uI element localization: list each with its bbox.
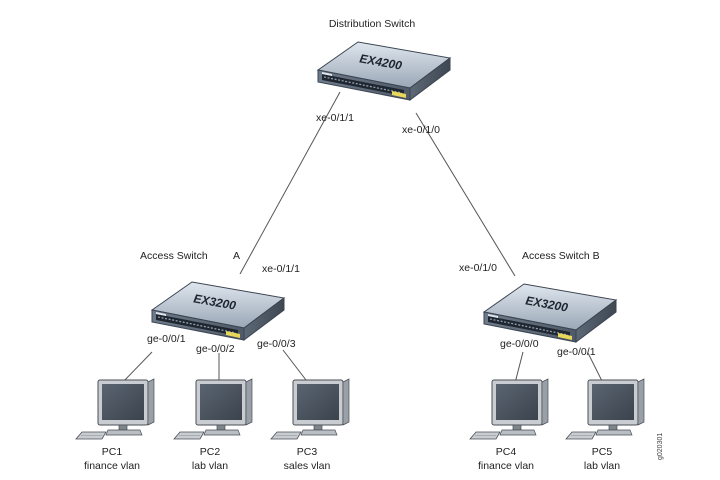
pc4: PC4 finance vlan [469,378,549,472]
pc-vlan: finance vlan [84,460,140,472]
pc-name: PC1 [102,446,123,458]
distribution-switch-title: Distribution Switch [329,18,416,30]
port-label: xe-0/1/0 [459,262,497,274]
pc-vlan: lab vlan [584,460,620,472]
pc-name: PC2 [200,446,221,458]
port-label: ge-0/0/1 [147,333,186,345]
access-switch-a-suffix: A [233,250,240,262]
distribution-switch: Distribution Switch EX4200 xe-0/1/1 xe-0… [316,18,451,136]
pc-vlan: sales vlan [284,460,331,472]
access-switch-a: Access Switch A EX3200 xe-0/1/1 ge-0/0/1… [140,250,300,355]
link-a-pc1 [120,351,153,385]
ex3200-switch-icon [483,283,617,343]
computer-icon [469,378,549,440]
link-a-pc3 [282,349,307,381]
computer-icon [565,378,645,440]
computer-icon [75,378,155,440]
port-label: xe-0/1/1 [262,263,300,275]
ex3200-switch-icon [151,281,285,341]
port-label: ge-0/0/2 [196,343,235,355]
port-label: xe-0/1/0 [402,124,440,136]
computer-icon [173,378,253,440]
access-switch-b-title: Access Switch B [522,250,600,262]
port-label: xe-0/1/1 [316,112,354,124]
pc-name: PC3 [297,446,318,458]
link-b-pc4 [514,351,524,384]
computer-icon [270,378,350,440]
pc-vlan: finance vlan [478,460,534,472]
port-label: ge-0/0/1 [557,346,596,358]
pc-name: PC4 [496,446,517,458]
link-b-pc5 [587,352,604,384]
access-switch-b: Access Switch B EX3200 xe-0/1/0 ge-0/0/0… [459,250,617,358]
access-switch-a-title: Access Switch [140,250,208,262]
pc-vlan: lab vlan [192,460,228,472]
link-dist-access-b [415,112,516,277]
pc3: PC3 sales vlan [270,378,350,472]
port-label: ge-0/0/3 [257,338,296,350]
links [120,91,604,385]
pc1: PC1 finance vlan [75,378,155,472]
pc-name: PC5 [592,446,613,458]
link-dist-access-a [239,91,341,275]
figure-id: g020301 [657,433,664,460]
pc5: PC5 lab vlan [565,378,645,472]
port-label: ge-0/0/0 [500,338,539,350]
pc2: PC2 lab vlan [173,378,253,472]
ex4200-switch-icon [317,41,451,101]
